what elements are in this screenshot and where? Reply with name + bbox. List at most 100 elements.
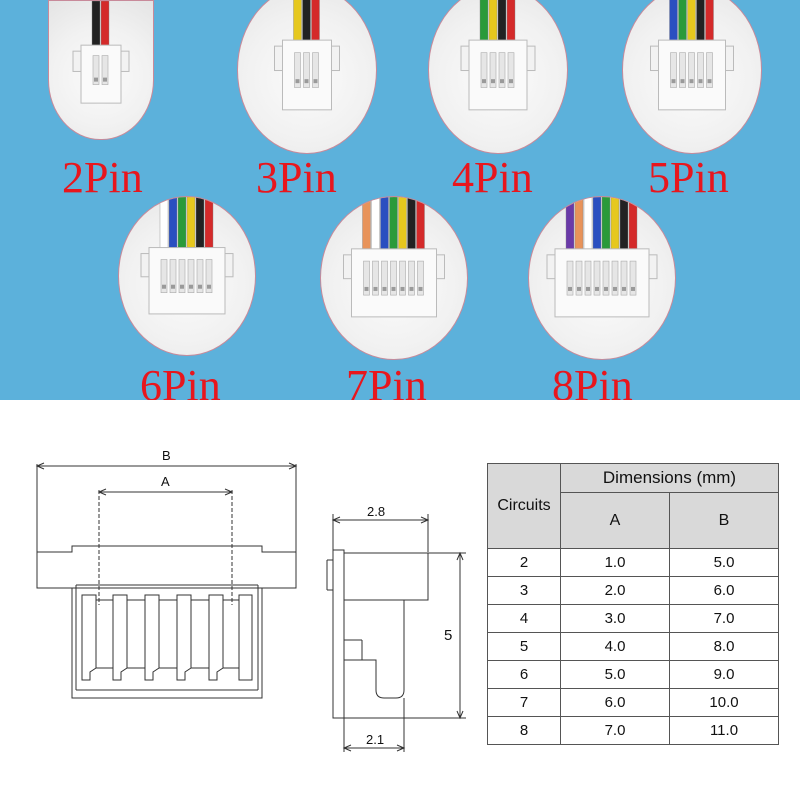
pin-slot	[498, 52, 506, 88]
wire	[416, 197, 425, 254]
wire	[574, 197, 584, 254]
connector-illustration	[274, 0, 340, 111]
pin-contact	[568, 286, 572, 291]
wire	[195, 197, 205, 252]
product-photo-panel: 2Pin 3Pin 4Pin 5Pin 6Pin 7Pin 8Pin	[0, 0, 800, 400]
pin-slot	[670, 52, 677, 88]
pin-slot	[187, 259, 195, 293]
pin-contact	[313, 79, 318, 84]
cell-b: 11.0	[669, 716, 779, 745]
connector-photo-2pin	[48, 0, 154, 140]
dimension-b-label: B	[162, 448, 171, 463]
wire	[669, 0, 678, 45]
pin-slot	[480, 52, 488, 88]
dimension-2-8-label: 2.8	[367, 504, 385, 519]
pin-contact	[180, 284, 184, 289]
wire	[204, 197, 214, 252]
circuits-header: Circuits	[487, 463, 561, 549]
pin-contact	[103, 77, 107, 82]
wire	[497, 0, 507, 45]
connector-illustration	[140, 197, 234, 315]
wire	[186, 197, 196, 252]
cell-a: 4.0	[560, 632, 670, 661]
pin-label-4: 4Pin	[452, 153, 533, 202]
pin-label-2: 2Pin	[62, 153, 143, 202]
wire	[696, 0, 705, 45]
pin-slot	[101, 55, 109, 85]
wire	[687, 0, 696, 45]
wire	[362, 197, 371, 254]
pin-slot	[507, 52, 515, 88]
pin-contact	[189, 284, 193, 289]
pin-contact	[207, 284, 211, 289]
pin-slot	[381, 260, 388, 296]
pin-slot	[196, 259, 204, 293]
connector-illustration	[546, 197, 658, 318]
wire	[583, 197, 593, 254]
pin-contact	[391, 286, 396, 291]
col-a-header: A	[560, 492, 670, 549]
wire	[389, 197, 398, 254]
housing-body	[80, 44, 122, 104]
pin-slot	[205, 259, 213, 293]
wire	[371, 197, 380, 254]
wire	[601, 197, 611, 254]
pin-slot	[160, 259, 168, 293]
pin-contact	[631, 286, 635, 291]
connector-illustration	[343, 197, 445, 318]
connector-illustration	[72, 1, 130, 104]
cell-b: 10.0	[669, 688, 779, 717]
pin-contact	[613, 286, 617, 291]
pin-slot	[688, 52, 695, 88]
pin-label-6: 6Pin	[140, 361, 221, 401]
connector-photo-3pin	[237, 0, 377, 154]
pin-label-8: 8Pin	[552, 361, 633, 401]
pin-slot	[312, 52, 319, 88]
pin-contact	[622, 286, 626, 291]
pin-contact	[689, 79, 694, 84]
wire	[678, 0, 687, 45]
front-view-drawing: B A	[35, 448, 298, 699]
pin-contact	[491, 79, 495, 84]
wire	[479, 0, 489, 45]
cell-circuits: 4	[487, 604, 561, 633]
cell-b: 7.0	[669, 604, 779, 633]
pin-slot	[584, 260, 592, 296]
dimension-5-label: 5	[444, 627, 452, 644]
pin-contact	[509, 79, 513, 84]
wire	[705, 0, 714, 45]
pin-contact	[586, 286, 590, 291]
wire	[380, 197, 389, 254]
dimensions-header: Dimensions (mm)	[560, 463, 779, 493]
wire	[159, 197, 169, 252]
pin-slot	[489, 52, 497, 88]
pin-contact	[500, 79, 504, 84]
pin-contact	[707, 79, 712, 84]
cell-circuits: 2	[487, 548, 561, 577]
wire	[506, 0, 516, 45]
pin-slot	[620, 260, 628, 296]
pin-slot	[575, 260, 583, 296]
cell-b: 8.0	[669, 632, 779, 661]
cell-a: 3.0	[560, 604, 670, 633]
cell-b: 5.0	[669, 548, 779, 577]
pin-slot	[679, 52, 686, 88]
pin-contact	[418, 286, 423, 291]
pin-contact	[171, 284, 175, 289]
pin-slot	[408, 260, 415, 296]
pin-contact	[198, 284, 202, 289]
connector-photo-4pin	[428, 0, 568, 154]
col-b-header: B	[669, 492, 779, 549]
wire	[302, 0, 311, 45]
pin-slot	[697, 52, 704, 88]
wire	[565, 197, 575, 254]
cell-circuits: 8	[487, 716, 561, 745]
connector-photo-7pin	[320, 196, 468, 360]
pin-contact	[304, 79, 309, 84]
